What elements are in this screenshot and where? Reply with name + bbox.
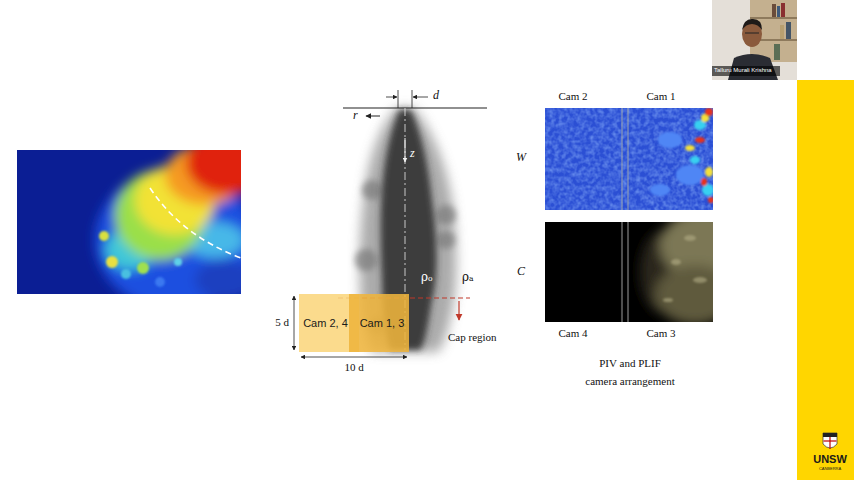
webcam-video: [712, 0, 797, 80]
webcam-video-part: [786, 22, 791, 39]
camera-label: Cam 4: [558, 327, 587, 340]
camera-label: Cam 2: [558, 90, 587, 103]
piv-velocity-panel-part-part: [676, 165, 704, 185]
jet-plume-image-part-part: [436, 205, 456, 225]
dimension-label: 5 d: [275, 316, 289, 329]
piv-velocity-panel-part-part: [701, 178, 707, 186]
figure-caption: PIV and PLIF camera arrangement: [584, 354, 677, 390]
jet-plume-image-part: [405, 138, 406, 162]
jet-plume-image-part: [386, 97, 397, 98]
logo-text: UNSW: [813, 453, 847, 466]
brand-band-part: [823, 433, 837, 437]
webcam-video-part: [777, 6, 780, 17]
brand-band-part: [797, 80, 854, 480]
piv-velocity-panel-part: [545, 108, 713, 210]
plif-concentration-panel-part: [663, 235, 707, 302]
webcam-video-part: [750, 17, 797, 19]
camera-label: Cam 1: [646, 90, 675, 103]
axis-label: z: [410, 147, 415, 161]
piv-velocity-panel-part-part: [690, 156, 700, 164]
webcam-video-part: [745, 33, 759, 34]
jet-plume-image-part: [458, 301, 459, 320]
jet-plume-image-part-part: [437, 231, 455, 249]
jet-plume-image-part-part: [355, 249, 377, 271]
jet-plume-image-part: [301, 357, 407, 358]
piv-velocity-panel-part: [650, 108, 713, 203]
jet-plume-image: [294, 90, 487, 357]
speaker-name: Talluru Murali Krishna: [714, 67, 772, 74]
concentration-colormap-image-part-part: [106, 256, 118, 268]
webcam-video-part: [774, 44, 780, 60]
webcam-video-part: [742, 19, 762, 30]
logo-subtext: CANBERRA: [819, 467, 841, 472]
piv-velocity-panel-part: [545, 108, 713, 210]
webcam-video-part: [781, 3, 785, 17]
concentration-colormap-image-part-part: [155, 277, 165, 287]
plif-concentration-panel-part: [640, 222, 713, 322]
plif-concentration-panel-part-part: [693, 277, 707, 283]
region-label: Cap region: [448, 331, 497, 344]
jet-plume-image-part: [366, 116, 380, 117]
webcam-video-part: [712, 66, 780, 76]
webcam-video-part: [772, 4, 776, 17]
jet-plume-image-part: [343, 107, 487, 108]
brand-band-part: [824, 440, 837, 441]
piv-velocity-panel-part-part: [705, 167, 713, 177]
jet-plume-image-part: [294, 296, 295, 350]
concentration-colormap-image-part: [95, 150, 241, 294]
axis-label: r: [353, 109, 358, 123]
plif-concentration-panel-part-part: [671, 259, 681, 265]
piv-velocity-panel-part-part: [658, 132, 682, 148]
piv-velocity-panel-part-part: [708, 197, 713, 203]
jet-plume-image-part: [412, 90, 413, 108]
concentration-colormap-image-part-part: [186, 150, 241, 195]
density-symbol: ρₒ: [421, 271, 433, 285]
piv-velocity-panel-part-part: [705, 108, 713, 116]
camera-label: Cam 3: [646, 327, 675, 340]
jet-plume-image-part: [413, 97, 428, 98]
concentration-colormap-image: [17, 131, 270, 310]
piv-velocity-panel: [545, 108, 714, 210]
plif-concentration-panel-part-part: [655, 265, 713, 322]
piv-velocity-panel-part-part: [650, 184, 670, 196]
plif-concentration-panel-part-part: [663, 298, 673, 302]
concentration-colormap-image-part-part: [121, 269, 131, 279]
plif-concentration-panel-part: [628, 222, 629, 322]
brand-band-part: [829, 437, 830, 449]
panel-symbol: C: [517, 265, 525, 279]
dimension-label: d: [433, 89, 439, 103]
piv-velocity-panel-part: [622, 108, 623, 210]
concentration-colormap-image-part-part: [195, 260, 241, 294]
brand-band-part: [823, 433, 837, 448]
webcam-video-part: [780, 25, 784, 39]
concentration-colormap-image-part-part: [137, 262, 149, 274]
piv-velocity-panel-part-part: [685, 145, 695, 151]
concentration-colormap-image-part-part: [99, 231, 109, 241]
piv-velocity-panel-part: [628, 108, 629, 210]
jet-plume-image-part: [398, 90, 399, 108]
concentration-colormap-image-part: [99, 231, 182, 287]
plif-concentration-panel-part-part: [684, 235, 696, 241]
concentration-colormap-image-part-part: [174, 258, 182, 266]
dimension-label: 10 d: [344, 361, 363, 374]
piv-velocity-panel-part-part: [695, 137, 705, 143]
brand-band: [797, 80, 854, 480]
concentration-colormap-image-part: [150, 188, 241, 258]
plif-concentration-panel: [545, 210, 750, 325]
jet-plume-image-part-part: [362, 180, 382, 200]
plif-concentration-panel-part: [622, 222, 623, 322]
camera-field-box: Cam 1, 3: [349, 294, 409, 352]
density-symbol: ρₐ: [462, 271, 474, 285]
camera-label: Cam 2, 4: [303, 317, 348, 329]
panel-symbol: W: [516, 151, 526, 165]
webcam-video-part: [712, 0, 797, 80]
camera-label: Cam 1, 3: [360, 317, 405, 329]
